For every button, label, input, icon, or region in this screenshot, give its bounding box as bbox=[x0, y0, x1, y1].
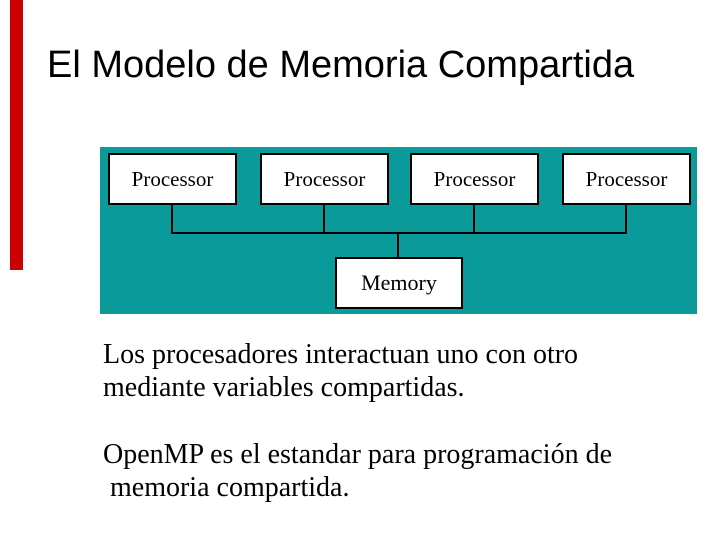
processor-4-connector-line bbox=[625, 205, 627, 234]
processor-3-label: Processor bbox=[433, 166, 516, 191]
memory-connector-line bbox=[397, 234, 399, 257]
paragraph-1-line-1: Los procesadores interactuan uno con otr… bbox=[103, 339, 579, 370]
paragraph-2-line-1: OpenMP es el estandar para programación … bbox=[103, 439, 612, 470]
memory-label: Memory bbox=[361, 270, 437, 295]
processor-2-label: Processor bbox=[283, 166, 366, 191]
processor-box-2: Processor bbox=[260, 153, 389, 205]
slide-title: El Modelo de Memoria Compartida bbox=[47, 44, 635, 86]
shared-memory-diagram: Processor Processor Processor Processor … bbox=[100, 147, 697, 314]
processor-1-connector-line bbox=[171, 205, 173, 234]
processor-4-label: Processor bbox=[585, 166, 668, 191]
paragraph-2-line-2: memoria compartida. bbox=[110, 472, 350, 503]
accent-bar bbox=[10, 0, 23, 270]
processor-2-connector-line bbox=[323, 205, 325, 234]
bus-line bbox=[171, 232, 627, 234]
processor-3-connector-line bbox=[473, 205, 475, 234]
paragraph-1-line-2: mediante variables compartidas. bbox=[103, 372, 465, 403]
processor-box-3: Processor bbox=[410, 153, 539, 205]
processor-box-4: Processor bbox=[562, 153, 691, 205]
paragraph-1: Los procesadores interactuan uno con otr… bbox=[103, 338, 578, 404]
processor-1-label: Processor bbox=[131, 166, 214, 191]
paragraph-2: OpenMP es el estandar para programación … bbox=[103, 438, 612, 504]
memory-box: Memory bbox=[335, 257, 463, 309]
processor-box-1: Processor bbox=[108, 153, 237, 205]
